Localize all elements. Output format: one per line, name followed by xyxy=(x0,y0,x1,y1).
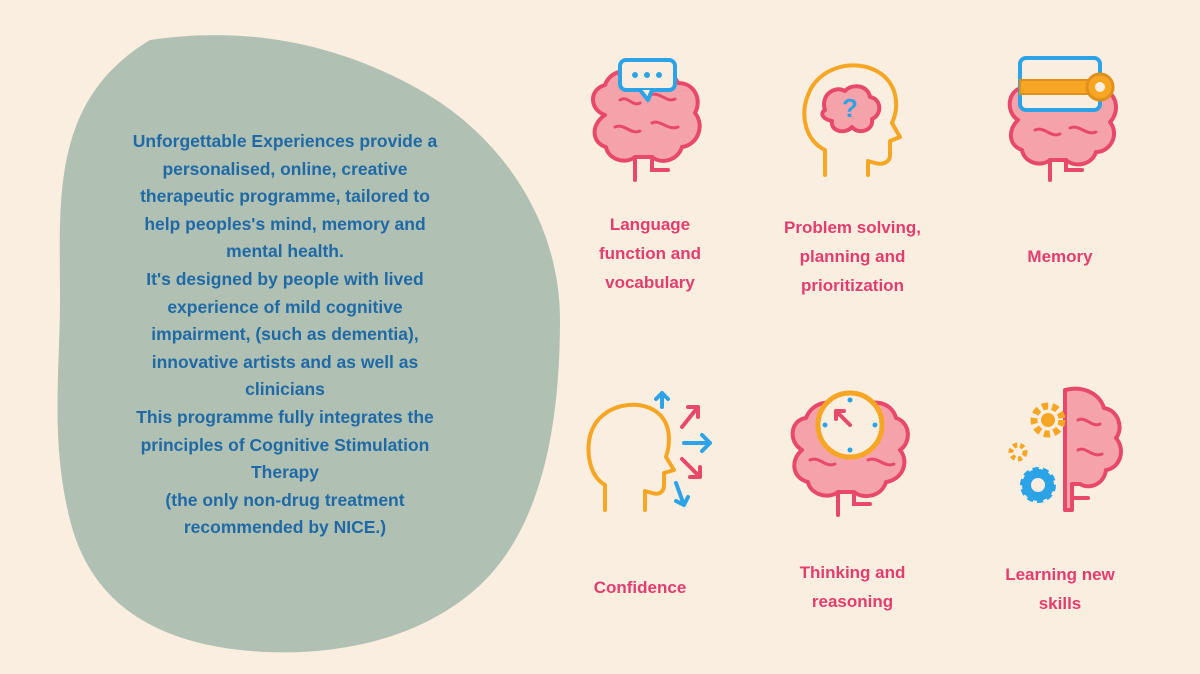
intro-line: innovative artists and as well as xyxy=(151,351,419,372)
intro-line: (the only non-drug treatment xyxy=(165,489,405,510)
head-question-mark-icon: ? xyxy=(802,63,902,177)
brain-gears-icon xyxy=(1008,386,1123,512)
benefit-label: Confidence xyxy=(593,578,687,597)
benefit-label: Memory xyxy=(1027,247,1093,266)
brain-key-card-icon xyxy=(1007,56,1118,182)
intro-text: Unforgettable Experiences provide a pers… xyxy=(95,128,475,542)
intro-line: help peoples's mind, memory and xyxy=(144,213,426,234)
intro-line: Therapy xyxy=(250,462,320,483)
brain-speech-bubble-icon xyxy=(591,58,702,182)
intro-line: clinicians xyxy=(245,379,325,400)
head-arrows-icon xyxy=(586,391,712,512)
intro-line: personalised, online, creative xyxy=(162,158,408,179)
intro-line: principles of Cognitive Stimulation xyxy=(140,434,430,455)
intro-line: This programme fully integrates the xyxy=(136,406,434,427)
intro-line: therapeutic programme, tailored to xyxy=(140,186,430,207)
background-blob xyxy=(57,35,560,653)
intro-line: recommended by NICE.) xyxy=(183,517,387,538)
benefit-label: Problem solving, planning and prioritiza… xyxy=(784,218,921,295)
intro-line: experience of mild cognitive xyxy=(167,296,403,317)
intro-line: It's designed by people with lived xyxy=(146,268,424,289)
benefit-label: Language function and vocabulary xyxy=(599,215,701,292)
brain-clock-icon xyxy=(790,390,910,517)
intro-line: impairment, (such as dementia), xyxy=(151,324,419,345)
benefit-label: Thinking and reasoning xyxy=(799,563,906,611)
benefit-label: Learning new skills xyxy=(1005,565,1115,613)
svg-text:?: ? xyxy=(842,93,858,123)
intro-line: mental health. xyxy=(226,241,344,262)
intro-line: Unforgettable Experiences provide a xyxy=(132,131,438,151)
